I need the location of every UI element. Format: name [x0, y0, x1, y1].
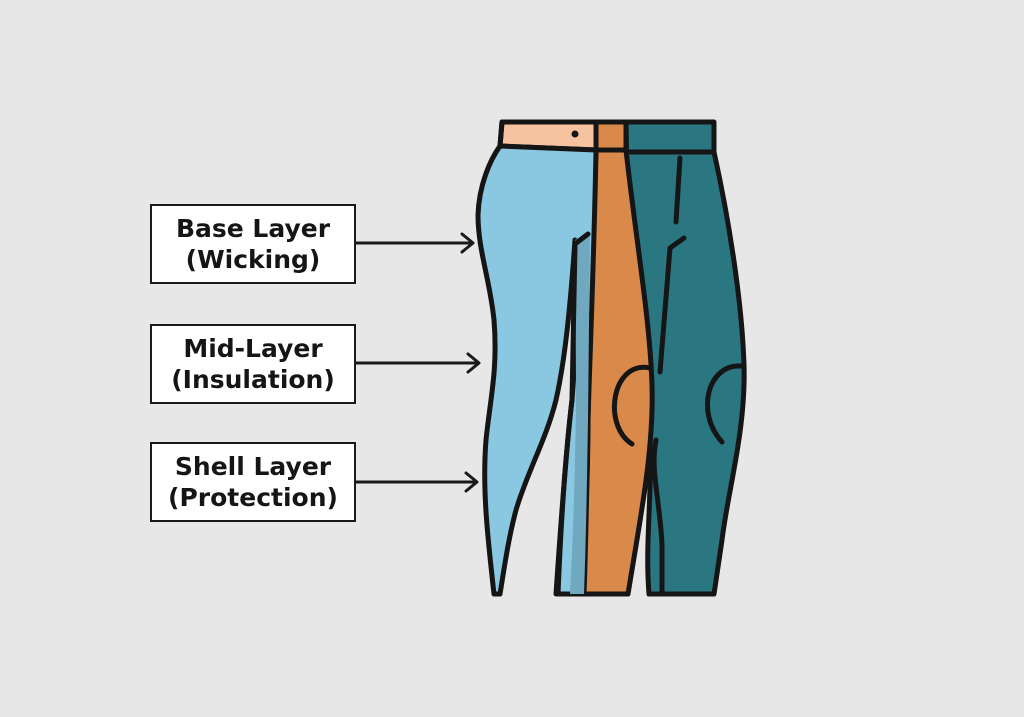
- base-inner-seam: [555, 241, 578, 597]
- shell-layer-title: Shell Layer: [174, 452, 332, 481]
- base-waist-outline: [497, 119, 505, 149]
- navel: [571, 130, 579, 138]
- base-layer-title: Base Layer: [175, 214, 331, 243]
- base-layer-label: Base Layer (Wicking): [150, 204, 356, 284]
- mid-layer-label: Mid-Layer (Insulation): [150, 324, 356, 404]
- base-inseam-shadow: [570, 232, 590, 594]
- base-layer-garment: [475, 119, 599, 597]
- arrows: [354, 232, 481, 493]
- shell-inner-seam: [651, 437, 665, 597]
- base-pocket-seam: [572, 231, 591, 247]
- shell-fly-seam: [673, 155, 683, 225]
- shell-pocket-seam: [657, 235, 687, 375]
- mid-layer-subtitle: (Insulation): [171, 365, 335, 394]
- arrow-shell-layer: [354, 471, 479, 493]
- mid-layer-title: Mid-Layer: [183, 334, 323, 363]
- shell-layer-label: Shell Layer (Protection): [150, 442, 356, 522]
- shell-knee-patch: [705, 363, 744, 445]
- shell-layer-subtitle: (Protection): [168, 483, 338, 512]
- arrow-mid-layer: [354, 352, 481, 374]
- arrow-base-layer: [354, 232, 475, 254]
- base-layer-subtitle: (Wicking): [185, 245, 321, 274]
- mid-knee-patch: [611, 364, 653, 447]
